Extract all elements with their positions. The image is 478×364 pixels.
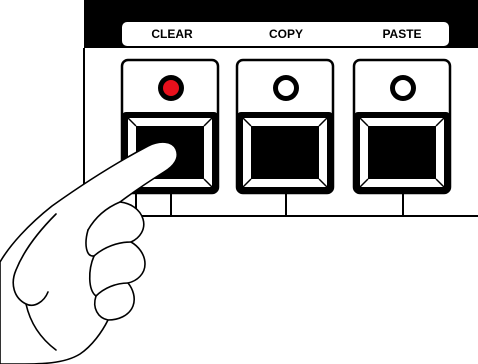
paste-led-icon — [395, 80, 411, 96]
copy-keycap-face — [251, 126, 319, 179]
clear-label: CLEAR — [151, 27, 193, 41]
pointing-hand-icon — [0, 142, 177, 364]
copy-button[interactable] — [237, 60, 333, 193]
paste-button[interactable] — [354, 60, 450, 193]
paste-keycap-face — [368, 126, 436, 179]
clear-led-icon — [163, 80, 179, 96]
copy-label: COPY — [269, 27, 303, 41]
copy-led-icon — [278, 80, 294, 96]
paste-label: PASTE — [382, 27, 421, 41]
